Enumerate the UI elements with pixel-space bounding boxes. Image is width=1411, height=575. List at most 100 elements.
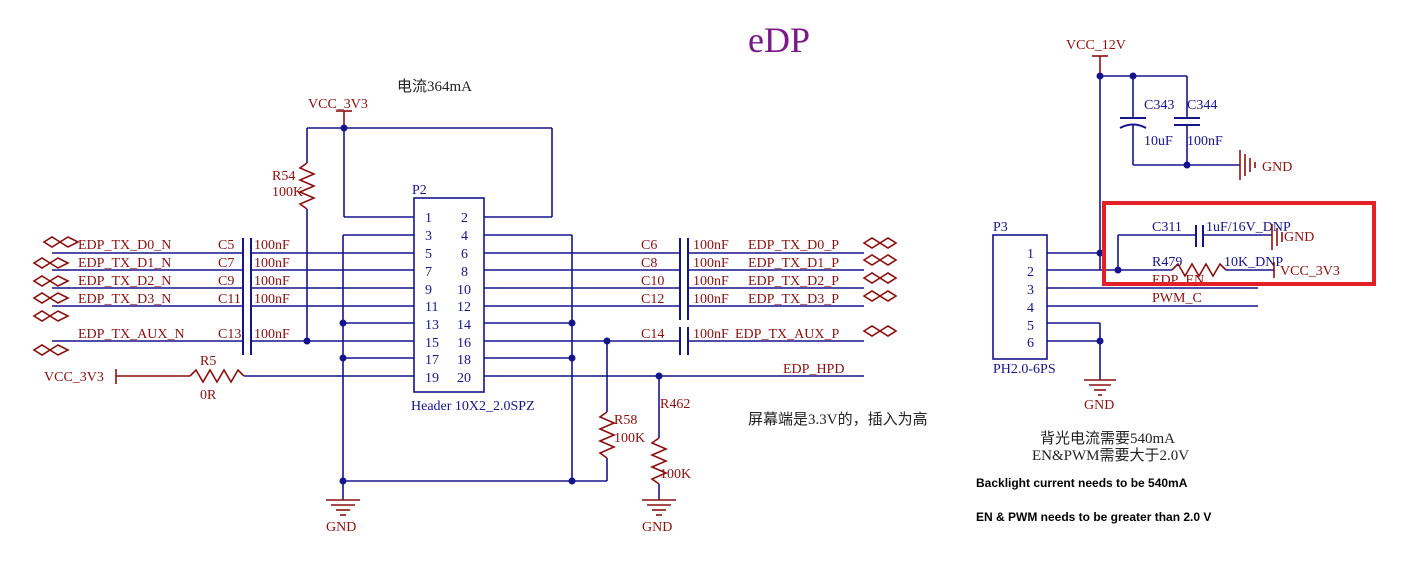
pin-label: 5 bbox=[425, 247, 432, 262]
pin-label: 10 bbox=[457, 283, 471, 298]
cap-value: 100nF bbox=[254, 327, 290, 342]
vcc3v3-top-label: VCC_3V3 bbox=[308, 97, 368, 112]
gnd-label: GND bbox=[642, 520, 672, 535]
net-label-right: EDP_TX_AUX_P bbox=[735, 327, 839, 342]
pin-label: 16 bbox=[457, 336, 471, 351]
cap-value: 100nF bbox=[254, 292, 290, 307]
cap-value: 100nF bbox=[693, 274, 729, 289]
p2-left-pins: 1 3 5 7 9 11 13 15 17 19 bbox=[425, 211, 439, 386]
right-pair-aux: C14 100nF EDP_TX_AUX_P bbox=[484, 327, 864, 355]
gnd-icon: GND bbox=[1239, 150, 1292, 180]
p2-connector-body bbox=[413, 197, 485, 393]
net-label-left: EDP_TX_D1_N bbox=[78, 256, 171, 271]
pin-label: 14 bbox=[457, 318, 471, 333]
en-pwm-note-cn: EN&PWM需要大于2.0V bbox=[1032, 447, 1189, 464]
r462-value: 100K bbox=[660, 467, 691, 482]
cap-value: 100nF bbox=[693, 238, 729, 253]
gnd-label: GND bbox=[1284, 230, 1314, 245]
vcc3v3-top-symbol: VCC_3V3 bbox=[308, 97, 368, 128]
pin-label: 13 bbox=[425, 318, 439, 333]
r479-body bbox=[1171, 262, 1227, 278]
p2-part: Header 10X2_2.0SPZ bbox=[411, 399, 535, 414]
pwm-label: PWM_C bbox=[1152, 291, 1202, 306]
p3-pins: 1 2 3 4 5 6 bbox=[1027, 247, 1034, 351]
left-pair-2: EDP_TX_D2_N C9 100nF bbox=[52, 274, 414, 289]
screen-note: 屏幕端是3.3V的，插入为高 bbox=[748, 411, 928, 428]
pin-label: 2 bbox=[461, 211, 468, 226]
gnd-icon: GND bbox=[1271, 224, 1314, 250]
cap-ref: C12 bbox=[641, 292, 664, 307]
cap-ref: C8 bbox=[641, 256, 657, 271]
pin-label: 2 bbox=[1027, 265, 1034, 280]
left-pair-aux: EDP_TX_AUX_N C13 100nF bbox=[52, 327, 414, 342]
pin-label: 6 bbox=[1027, 336, 1034, 351]
pin-label: 20 bbox=[457, 371, 471, 386]
offpage-connector-icon bbox=[32, 236, 80, 356]
cap-value: 100nF bbox=[254, 238, 290, 253]
gnd-label: GND bbox=[1262, 160, 1292, 175]
gnd-label: GND bbox=[326, 520, 356, 535]
gnd-label: GND bbox=[1084, 398, 1114, 413]
pin-label: 19 bbox=[425, 371, 439, 386]
pin-label: 9 bbox=[425, 283, 432, 298]
pin-label: 3 bbox=[1027, 283, 1034, 298]
net-label-left: EDP_TX_D0_N bbox=[78, 238, 171, 253]
hpd-net-label: EDP_HPD bbox=[783, 362, 844, 377]
cap-ref: C13 bbox=[218, 327, 241, 342]
pin-label: 7 bbox=[425, 265, 432, 280]
schematic-title: eDP bbox=[748, 20, 810, 60]
r5-value: 0R bbox=[200, 388, 217, 403]
right-pair-0: C6 100nF EDP_TX_D0_P bbox=[484, 238, 864, 254]
c311-value: 1uF/16V_DNP bbox=[1206, 220, 1291, 235]
pin-label: 8 bbox=[461, 265, 468, 280]
c344-ref: C344 bbox=[1187, 98, 1217, 113]
r58-value: 100K bbox=[614, 431, 645, 446]
r58-ref: R58 bbox=[614, 413, 637, 428]
r54-value: 100K bbox=[272, 185, 303, 200]
pin-label: 1 bbox=[1027, 247, 1034, 262]
r58-body bbox=[597, 411, 617, 459]
pin-label: 11 bbox=[425, 300, 438, 315]
p3-ref: P3 bbox=[993, 220, 1008, 235]
net-label-right: EDP_TX_D1_P bbox=[748, 256, 839, 271]
p3-part: PH2.0-6PS bbox=[993, 362, 1056, 377]
c344-value: 100nF bbox=[1187, 134, 1223, 149]
net-label-left: EDP_TX_D3_N bbox=[78, 292, 171, 307]
pin-label: 6 bbox=[461, 247, 468, 262]
r5-ref: R5 bbox=[200, 354, 216, 369]
cap-ref: C6 bbox=[641, 238, 657, 253]
r479-value: 10K_DNP bbox=[1224, 255, 1283, 270]
cap-value: 100nF bbox=[693, 292, 729, 307]
pin-label: 12 bbox=[457, 300, 471, 315]
vcc12v-label: VCC_12V bbox=[1066, 38, 1126, 53]
right-pair-3: C12 100nF EDP_TX_D3_P bbox=[484, 292, 864, 307]
backlight-note-cn: 背光电流需要540mA bbox=[1040, 430, 1175, 447]
cap-ref: C10 bbox=[641, 274, 664, 289]
backlight-note-en: Backlight current needs to be 540mA bbox=[976, 476, 1188, 490]
vcc3v3-right-symbol: VCC_3V3 bbox=[1273, 262, 1340, 279]
pin-label: 4 bbox=[1027, 301, 1034, 316]
cap-ref: C14 bbox=[641, 327, 664, 342]
cap-value: 100nF bbox=[254, 256, 290, 271]
gnd-icon: GND bbox=[1084, 379, 1116, 413]
pin-label: 1 bbox=[425, 211, 432, 226]
left-pair-1: EDP_TX_D1_N C7 100nF bbox=[52, 256, 414, 271]
pin-label: 3 bbox=[425, 229, 432, 244]
cap-ref: C5 bbox=[218, 238, 234, 253]
offpage-connector-icon bbox=[862, 237, 898, 337]
cap-ref: C11 bbox=[218, 292, 241, 307]
r462-ref: R462 bbox=[660, 397, 690, 412]
right-pair-1: C8 100nF EDP_TX_D1_P bbox=[484, 256, 864, 271]
r5-body bbox=[189, 368, 245, 384]
p2-right-pins: 2 4 6 8 10 12 14 16 18 20 bbox=[457, 211, 471, 386]
c343-ref: C343 bbox=[1144, 98, 1174, 113]
pin-label: 5 bbox=[1027, 319, 1034, 334]
en-pwm-note-en: EN & PWM needs to be greater than 2.0 V bbox=[976, 510, 1211, 524]
r54-ref: R54 bbox=[272, 169, 295, 184]
net-label-right: EDP_TX_D3_P bbox=[748, 292, 839, 307]
cap-value: 100nF bbox=[254, 274, 290, 289]
cap-ref: C9 bbox=[218, 274, 234, 289]
net-label-right: EDP_TX_D0_P bbox=[748, 238, 839, 253]
right-pair-2: C10 100nF EDP_TX_D2_P bbox=[484, 274, 864, 289]
